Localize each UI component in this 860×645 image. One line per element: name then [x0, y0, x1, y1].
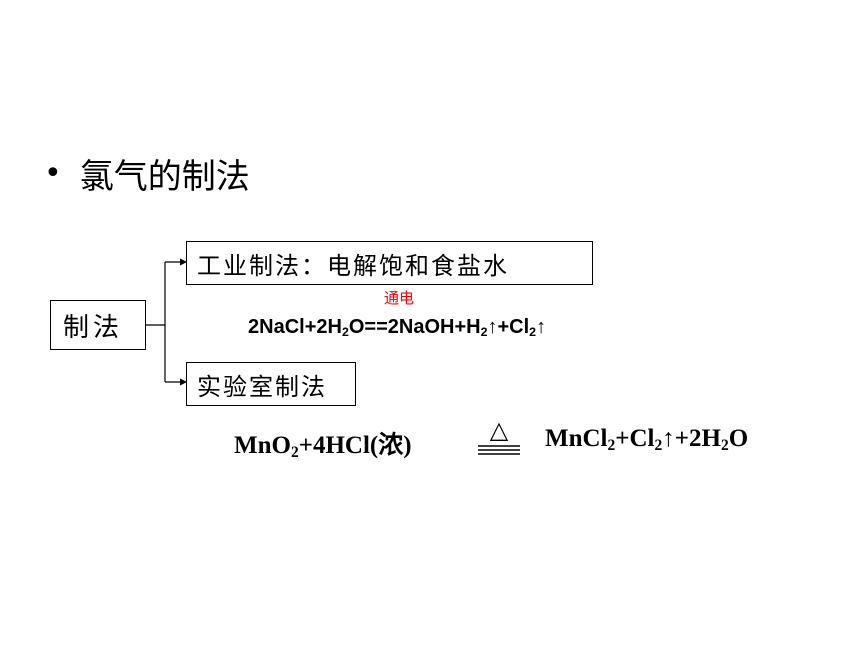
heat-triangle-icon: △: [490, 416, 509, 444]
heat-equals-sign: △: [478, 416, 520, 455]
eq-part: MnO: [234, 432, 291, 459]
eq-subscript: 2: [341, 325, 349, 340]
eq-part: O==2NaOH+H: [348, 316, 481, 338]
tree-root-label: 制法: [63, 312, 124, 343]
slide-title: 氯气的制法: [79, 156, 250, 197]
arrowhead-industrial-icon: [180, 258, 187, 266]
eq-part: ↑+Cl: [487, 316, 530, 338]
eq-part: +Cl: [615, 425, 655, 452]
lab-equation-products: MnCl2+Cl2↑+2H2O: [545, 425, 748, 453]
electrolysis-condition: 通电: [384, 289, 415, 307]
eq-subscript: 2: [290, 443, 299, 461]
industrial-equation: 2NaCl+2H2O==2NaOH+H2↑+Cl2↑: [248, 316, 546, 339]
eq-subscript: 2: [654, 436, 663, 454]
eq-part: MnCl: [545, 425, 608, 452]
eq-subscript: 2: [480, 325, 488, 340]
arrowhead-lab-icon: [180, 378, 187, 386]
tree-branch-lab-label: 实验室制法: [197, 372, 327, 401]
eq-part: 2NaCl+2H: [248, 316, 342, 338]
eq-part: O: [728, 425, 749, 452]
slide-title-bullet: • 氯气的制法: [44, 148, 250, 198]
eq-subscript: 2: [607, 436, 616, 454]
tree-branch-lab-box: 实验室制法: [186, 362, 356, 406]
bullet-dot-icon: •: [44, 155, 62, 191]
tree-root-box: 制法: [50, 300, 146, 350]
lab-equation-reactants: MnO2+4HCl(浓): [234, 425, 412, 461]
tree-branch-industrial-box: 工业制法：电解饱和食盐水: [186, 241, 593, 285]
eq-part: ↑+2H: [662, 425, 721, 452]
eq-part: ↑: [536, 316, 547, 338]
eq-subscript: 2: [529, 325, 537, 340]
tree-branch-industrial-label: 工业制法：电解饱和食盐水: [197, 251, 509, 280]
eq-part: +4HCl(浓): [298, 432, 412, 459]
eq-subscript: 2: [720, 436, 729, 454]
